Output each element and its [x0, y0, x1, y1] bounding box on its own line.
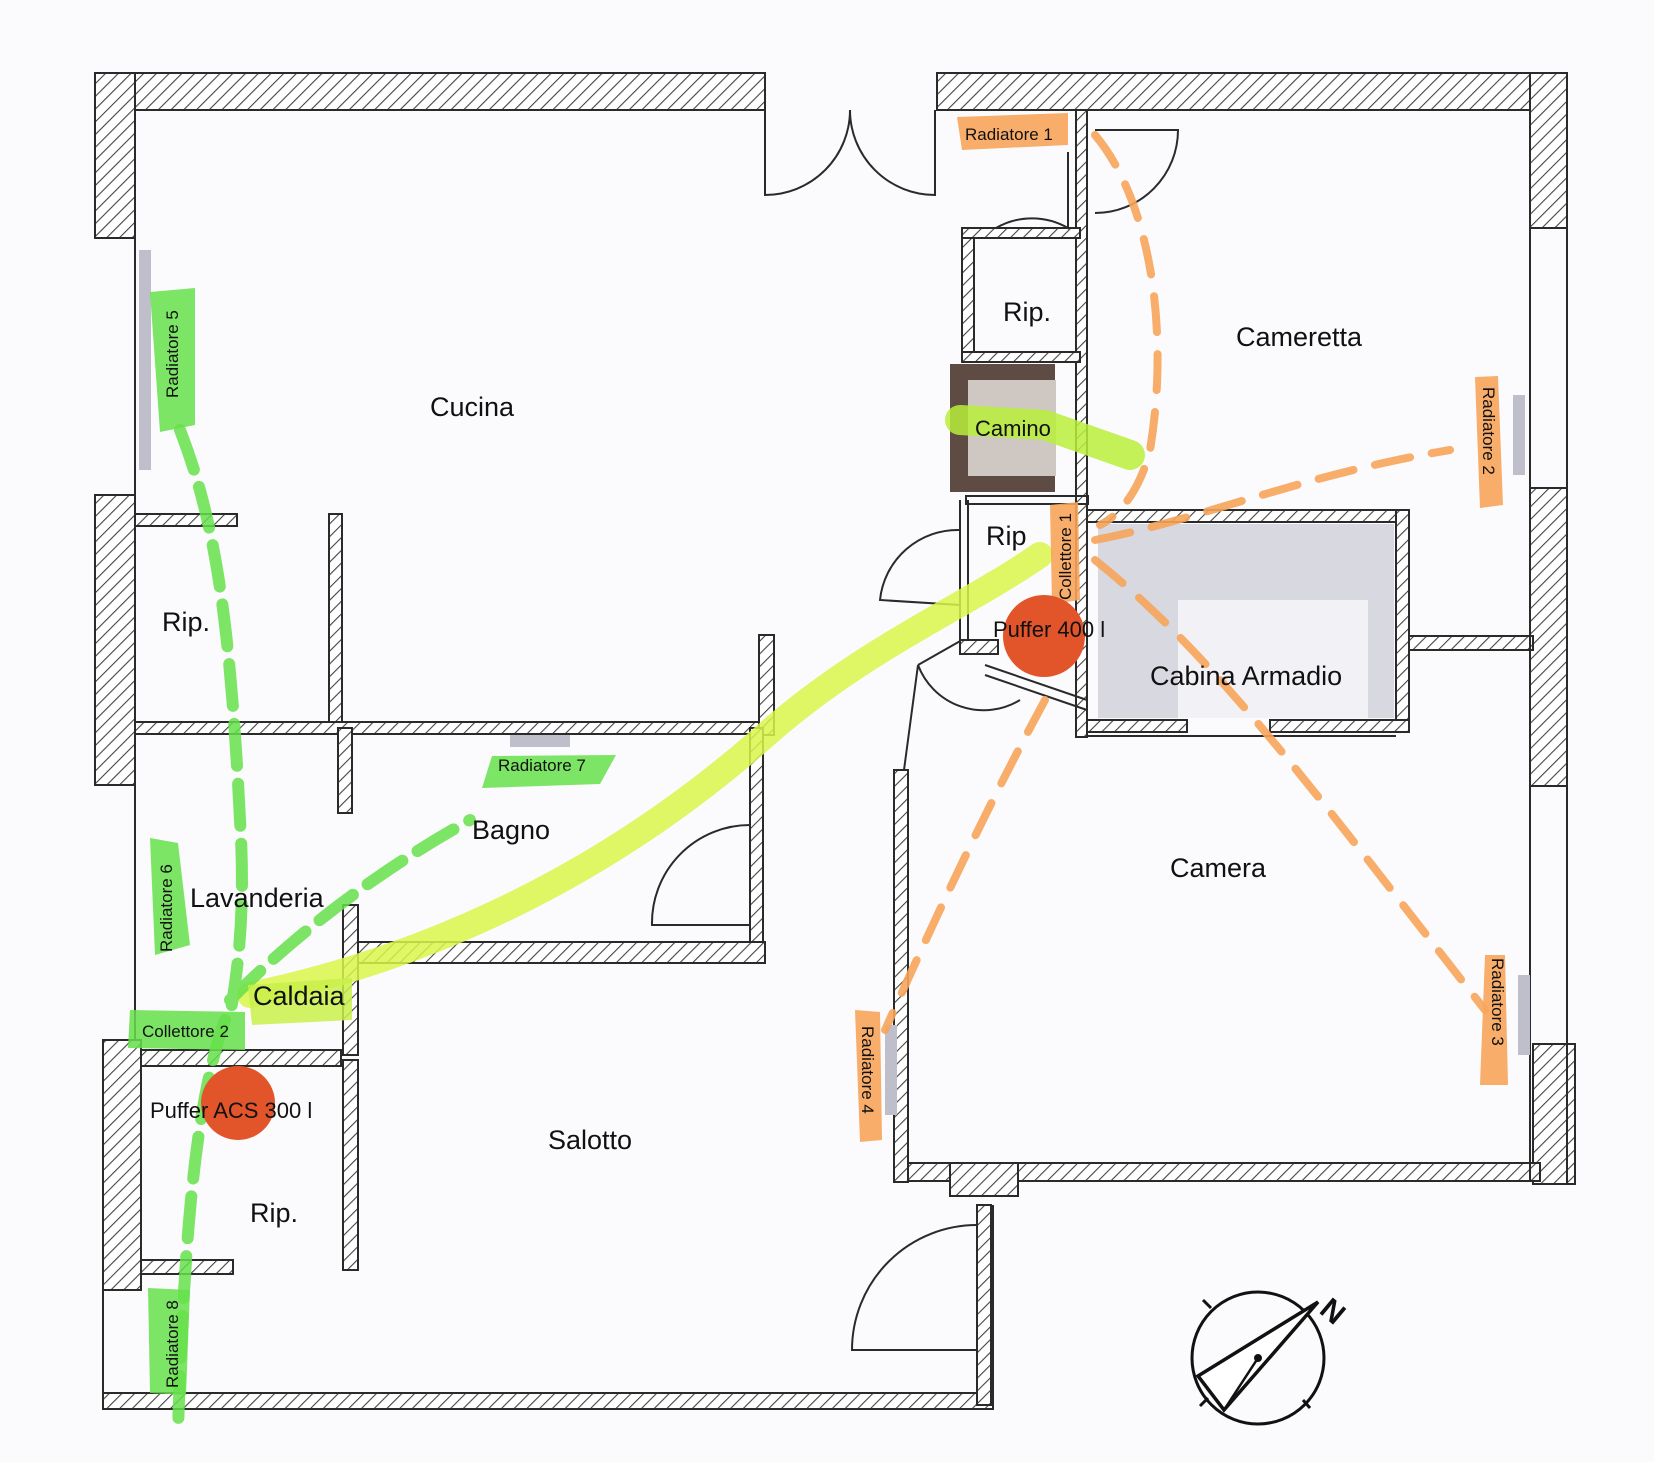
room-rip-bottom: Rip. — [250, 1198, 298, 1228]
label-radiatore-6: Radiatore 6 — [157, 864, 176, 952]
label-radiatore-5: Radiatore 5 — [163, 310, 182, 398]
room-cameretta: Cameretta — [1236, 322, 1363, 352]
label-puffer-400: Puffer 400 l — [993, 617, 1105, 642]
room-caldaia: Caldaia — [253, 981, 346, 1011]
pipes-orange — [881, 131, 1489, 1034]
green-pads — [128, 288, 616, 1395]
puffers — [201, 595, 1085, 1140]
label-radiatore-1: Radiatore 1 — [965, 125, 1053, 144]
room-rip-left: Rip. — [162, 607, 210, 637]
room-salotto: Salotto — [548, 1125, 632, 1155]
label-radiatore-7: Radiatore 7 — [498, 756, 586, 775]
label-radiatore-4: Radiatore 4 — [858, 1026, 877, 1114]
inner-lines — [102, 73, 1568, 1409]
room-cabina-armadio: Cabina Armadio — [1150, 661, 1342, 691]
compass-north-label: N — [1314, 1292, 1352, 1331]
compass-icon — [1190, 1290, 1326, 1426]
walls — [94, 72, 1576, 1410]
radiator-marks — [139, 250, 1530, 1115]
label-camino: Camino — [975, 416, 1051, 441]
label-radiatore-8: Radiatore 8 — [163, 1300, 182, 1388]
label-radiatore-3: Radiatore 3 — [1488, 958, 1507, 1046]
doors — [650, 109, 1180, 1351]
room-rip-top: Rip. — [1003, 297, 1051, 327]
room-camera: Camera — [1170, 853, 1267, 883]
room-rip-small: Rip — [986, 521, 1027, 551]
label-radiatore-2: Radiatore 2 — [1479, 387, 1498, 475]
orange-pads — [855, 113, 1508, 1142]
label-collettore-1: Collettore 1 — [1056, 513, 1075, 600]
puffer-400-tank — [1003, 595, 1085, 677]
label-collettore-2: Collettore 2 — [142, 1022, 229, 1041]
label-puffer-acs: Puffer ACS 300 l — [150, 1098, 312, 1123]
pipes-yellow — [237, 405, 1145, 1008]
room-lavanderia: Lavanderia — [190, 883, 325, 913]
cabina-armadio-fill — [1098, 524, 1394, 718]
room-bagno: Bagno — [472, 815, 550, 845]
room-cucina: Cucina — [430, 392, 515, 422]
puffer-acs-tank — [201, 1066, 275, 1140]
